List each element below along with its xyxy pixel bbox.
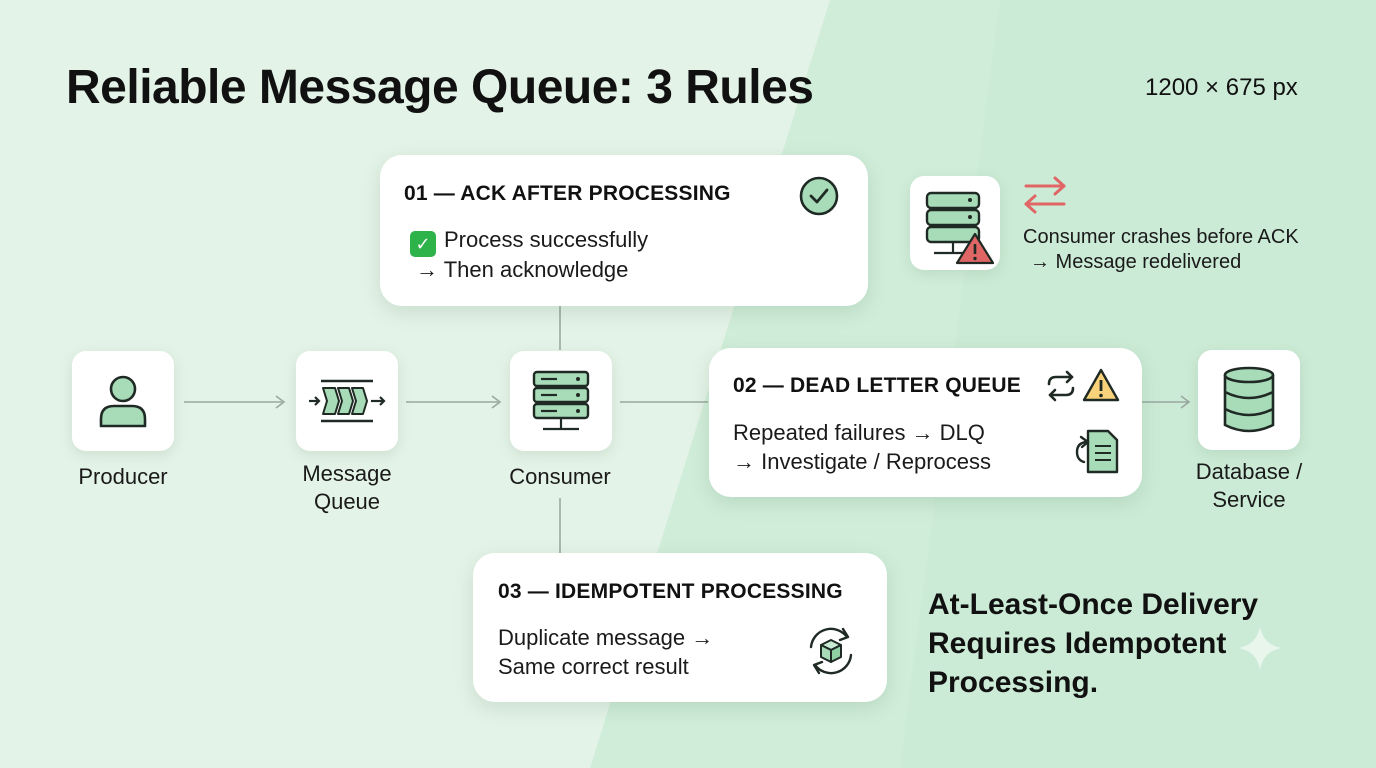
warning-icon (1082, 368, 1120, 402)
rule-line: → Investigate / Reprocess (733, 449, 992, 474)
message-queue-icon (309, 379, 386, 423)
canvas-size-label: 1200 × 675 px (1145, 74, 1298, 101)
rule-title: 02 — DEAD LETTER QUEUE (733, 374, 1021, 397)
consumer-node (510, 351, 612, 451)
rule-line: → Then acknowledge (416, 257, 629, 282)
document-reprocess-icon (1075, 429, 1119, 474)
database-node (1198, 350, 1300, 450)
message-queue-label: Message Queue (267, 460, 427, 516)
rule-title: 03 — IDEMPOTENT PROCESSING (498, 580, 843, 603)
producer-label: Producer (78, 464, 168, 489)
rule-line: Duplicate message → (498, 625, 714, 650)
check-mark-emoji: ✓ (410, 231, 436, 257)
database-icon (1223, 366, 1275, 433)
idempotent-cycle-icon (809, 627, 853, 675)
retry-icon (1047, 370, 1075, 402)
crash-icon-box (910, 176, 1000, 270)
message-queue-label-line2: Queue (313, 489, 381, 514)
rule-title: 01 — ACK AFTER PROCESSING (404, 182, 731, 205)
redelivery-arrows-icon (1024, 176, 1066, 214)
server-warning-icon (925, 191, 995, 265)
database-label-line2: Service (1212, 487, 1286, 512)
takeaway-line2: Requires Idempotent (928, 627, 1227, 660)
user-icon (99, 375, 147, 428)
takeaway-line1: At-Least-Once Delivery (928, 588, 1259, 621)
crash-note-line2: → Message redelivered (1030, 251, 1242, 273)
rule-line: Same correct result (498, 654, 689, 679)
rule-card-ack: 01 — ACK AFTER PROCESSING ✓ Process succe… (380, 155, 868, 306)
producer-node (72, 351, 174, 451)
page-title: Reliable Message Queue: 3 Rules (66, 61, 814, 114)
consumer-label: Consumer (509, 464, 611, 489)
message-queue-label-line1: Message (302, 461, 392, 486)
database-label-line1: Database / (1195, 459, 1303, 484)
rule-card-idempotent: 03 — IDEMPOTENT PROCESSING Duplicate mes… (473, 553, 887, 702)
rule-line-text: Process successfully (444, 227, 649, 252)
check-circle-icon (799, 176, 839, 216)
crash-note-line1: Consumer crashes before ACK (1023, 226, 1299, 248)
takeaway: At-Least-Once Delivery Requires Idempote… (928, 585, 1258, 702)
server-icon (532, 370, 590, 431)
database-label: Database / Service (1169, 458, 1329, 514)
sparkle-icon (1238, 626, 1282, 670)
takeaway-line3: Processing. (928, 666, 1099, 699)
rule-line: Repeated failures → DLQ (733, 420, 985, 445)
rule-line: ✓ Process successfully (410, 227, 648, 257)
message-queue-node (296, 351, 398, 451)
rule-card-dlq: 02 — DEAD LETTER QUEUE Repeated failures… (709, 348, 1142, 497)
